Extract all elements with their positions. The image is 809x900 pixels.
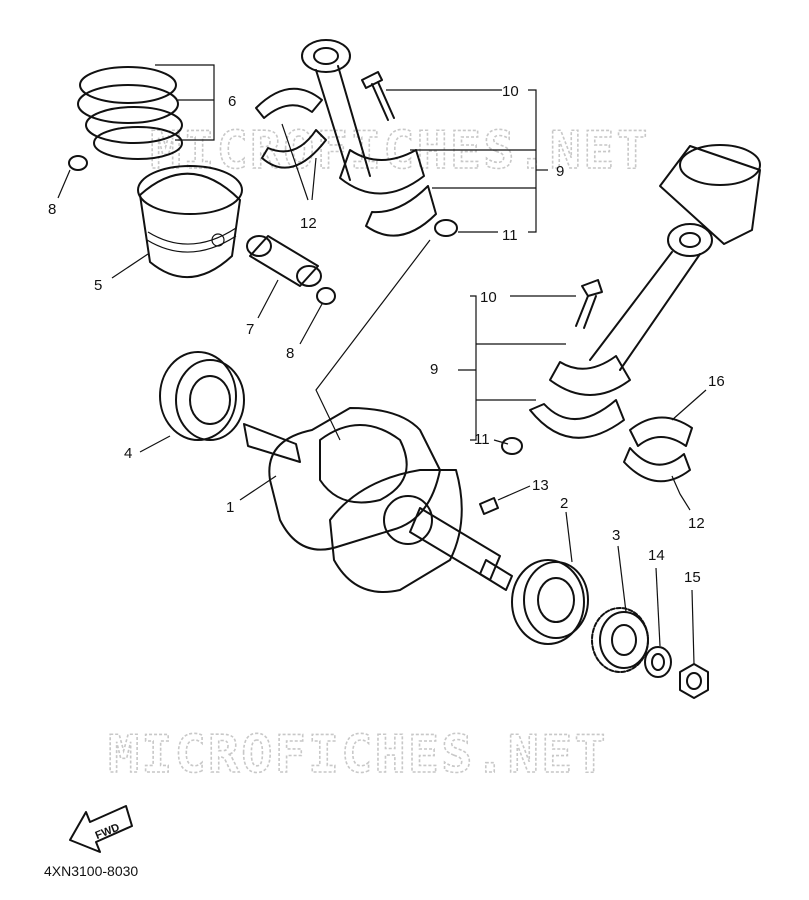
piston-rings — [77, 66, 183, 160]
callout-8a: 8 — [48, 201, 56, 218]
bearing-shells-right — [623, 416, 693, 483]
callout-16: 16 — [708, 373, 725, 390]
callout-labels: 6 8 5 7 8 12 10 9 11 10 9 11 16 12 4 1 1… — [48, 83, 725, 586]
callout-9b: 9 — [430, 361, 438, 378]
callout-12a: 12 — [300, 215, 317, 232]
callout-15: 15 — [684, 569, 701, 586]
rod-nut-right — [501, 437, 523, 455]
callout-8b: 8 — [286, 345, 294, 362]
crankshaft — [243, 407, 513, 593]
watermark-top: MICROFICHES.NET — [150, 121, 650, 181]
leader-lines — [57, 64, 707, 665]
circlip-top — [68, 155, 88, 171]
bearing-shells-upper — [255, 87, 327, 169]
callout-10a: 10 — [502, 83, 519, 100]
piston-pin — [246, 235, 322, 287]
callout-5: 5 — [94, 277, 102, 294]
callout-1: 1 — [226, 499, 234, 516]
piston — [137, 165, 243, 279]
callout-14: 14 — [648, 547, 665, 564]
gear — [591, 607, 649, 673]
bearing-right — [511, 559, 589, 645]
callout-12b: 12 — [688, 515, 705, 532]
rod-bolt-right — [575, 279, 603, 329]
callout-9a: 9 — [556, 163, 564, 180]
callout-10b: 10 — [480, 289, 497, 306]
callout-13: 13 — [532, 477, 549, 494]
rod-bolt-upper — [361, 71, 395, 121]
callout-2: 2 — [560, 495, 568, 512]
bearing-left — [159, 351, 245, 441]
callout-7: 7 — [246, 321, 254, 338]
callout-11b: 11 — [474, 431, 490, 448]
rod-nut-upper — [434, 219, 458, 237]
callout-4: 4 — [124, 445, 132, 462]
piston-right — [659, 144, 761, 245]
fwd-arrow: FWD — [69, 805, 133, 853]
callout-6: 6 — [228, 93, 236, 110]
fwd-label: FWD — [94, 822, 122, 843]
washer — [644, 646, 672, 678]
connecting-rod-right — [529, 223, 713, 439]
callout-3: 3 — [612, 527, 620, 544]
callout-11a: 11 — [502, 227, 518, 244]
crank-nut — [679, 663, 709, 699]
watermark-bottom: MICROFICHES.NET — [108, 725, 608, 785]
woodruff-key — [479, 497, 499, 515]
connecting-rod-upper — [301, 39, 437, 237]
circlip-lower — [316, 287, 336, 305]
drawing-code: 4XN3100-8030 — [44, 863, 138, 879]
